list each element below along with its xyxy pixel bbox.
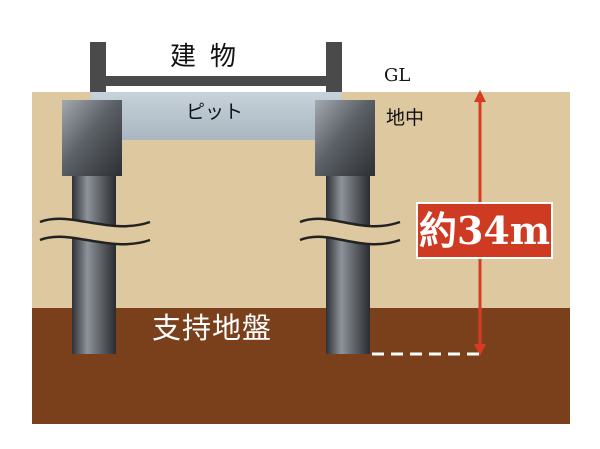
- underground-label: 地中: [386, 107, 425, 129]
- break-mark-right: [299, 217, 401, 246]
- break-mark-left: [39, 217, 151, 246]
- pit-label: ピット: [186, 101, 244, 123]
- depth-badge: 約34m: [416, 202, 553, 259]
- pit-box: [90, 92, 342, 140]
- bearing-layer-label: 支持地盤: [152, 311, 273, 345]
- pile-right: [315, 100, 375, 354]
- gl-label: GL: [384, 65, 411, 86]
- building-label: 建物: [170, 42, 251, 72]
- pile-left: [62, 100, 122, 354]
- building-frame: [90, 42, 342, 98]
- depth-value: 約34m: [418, 207, 551, 253]
